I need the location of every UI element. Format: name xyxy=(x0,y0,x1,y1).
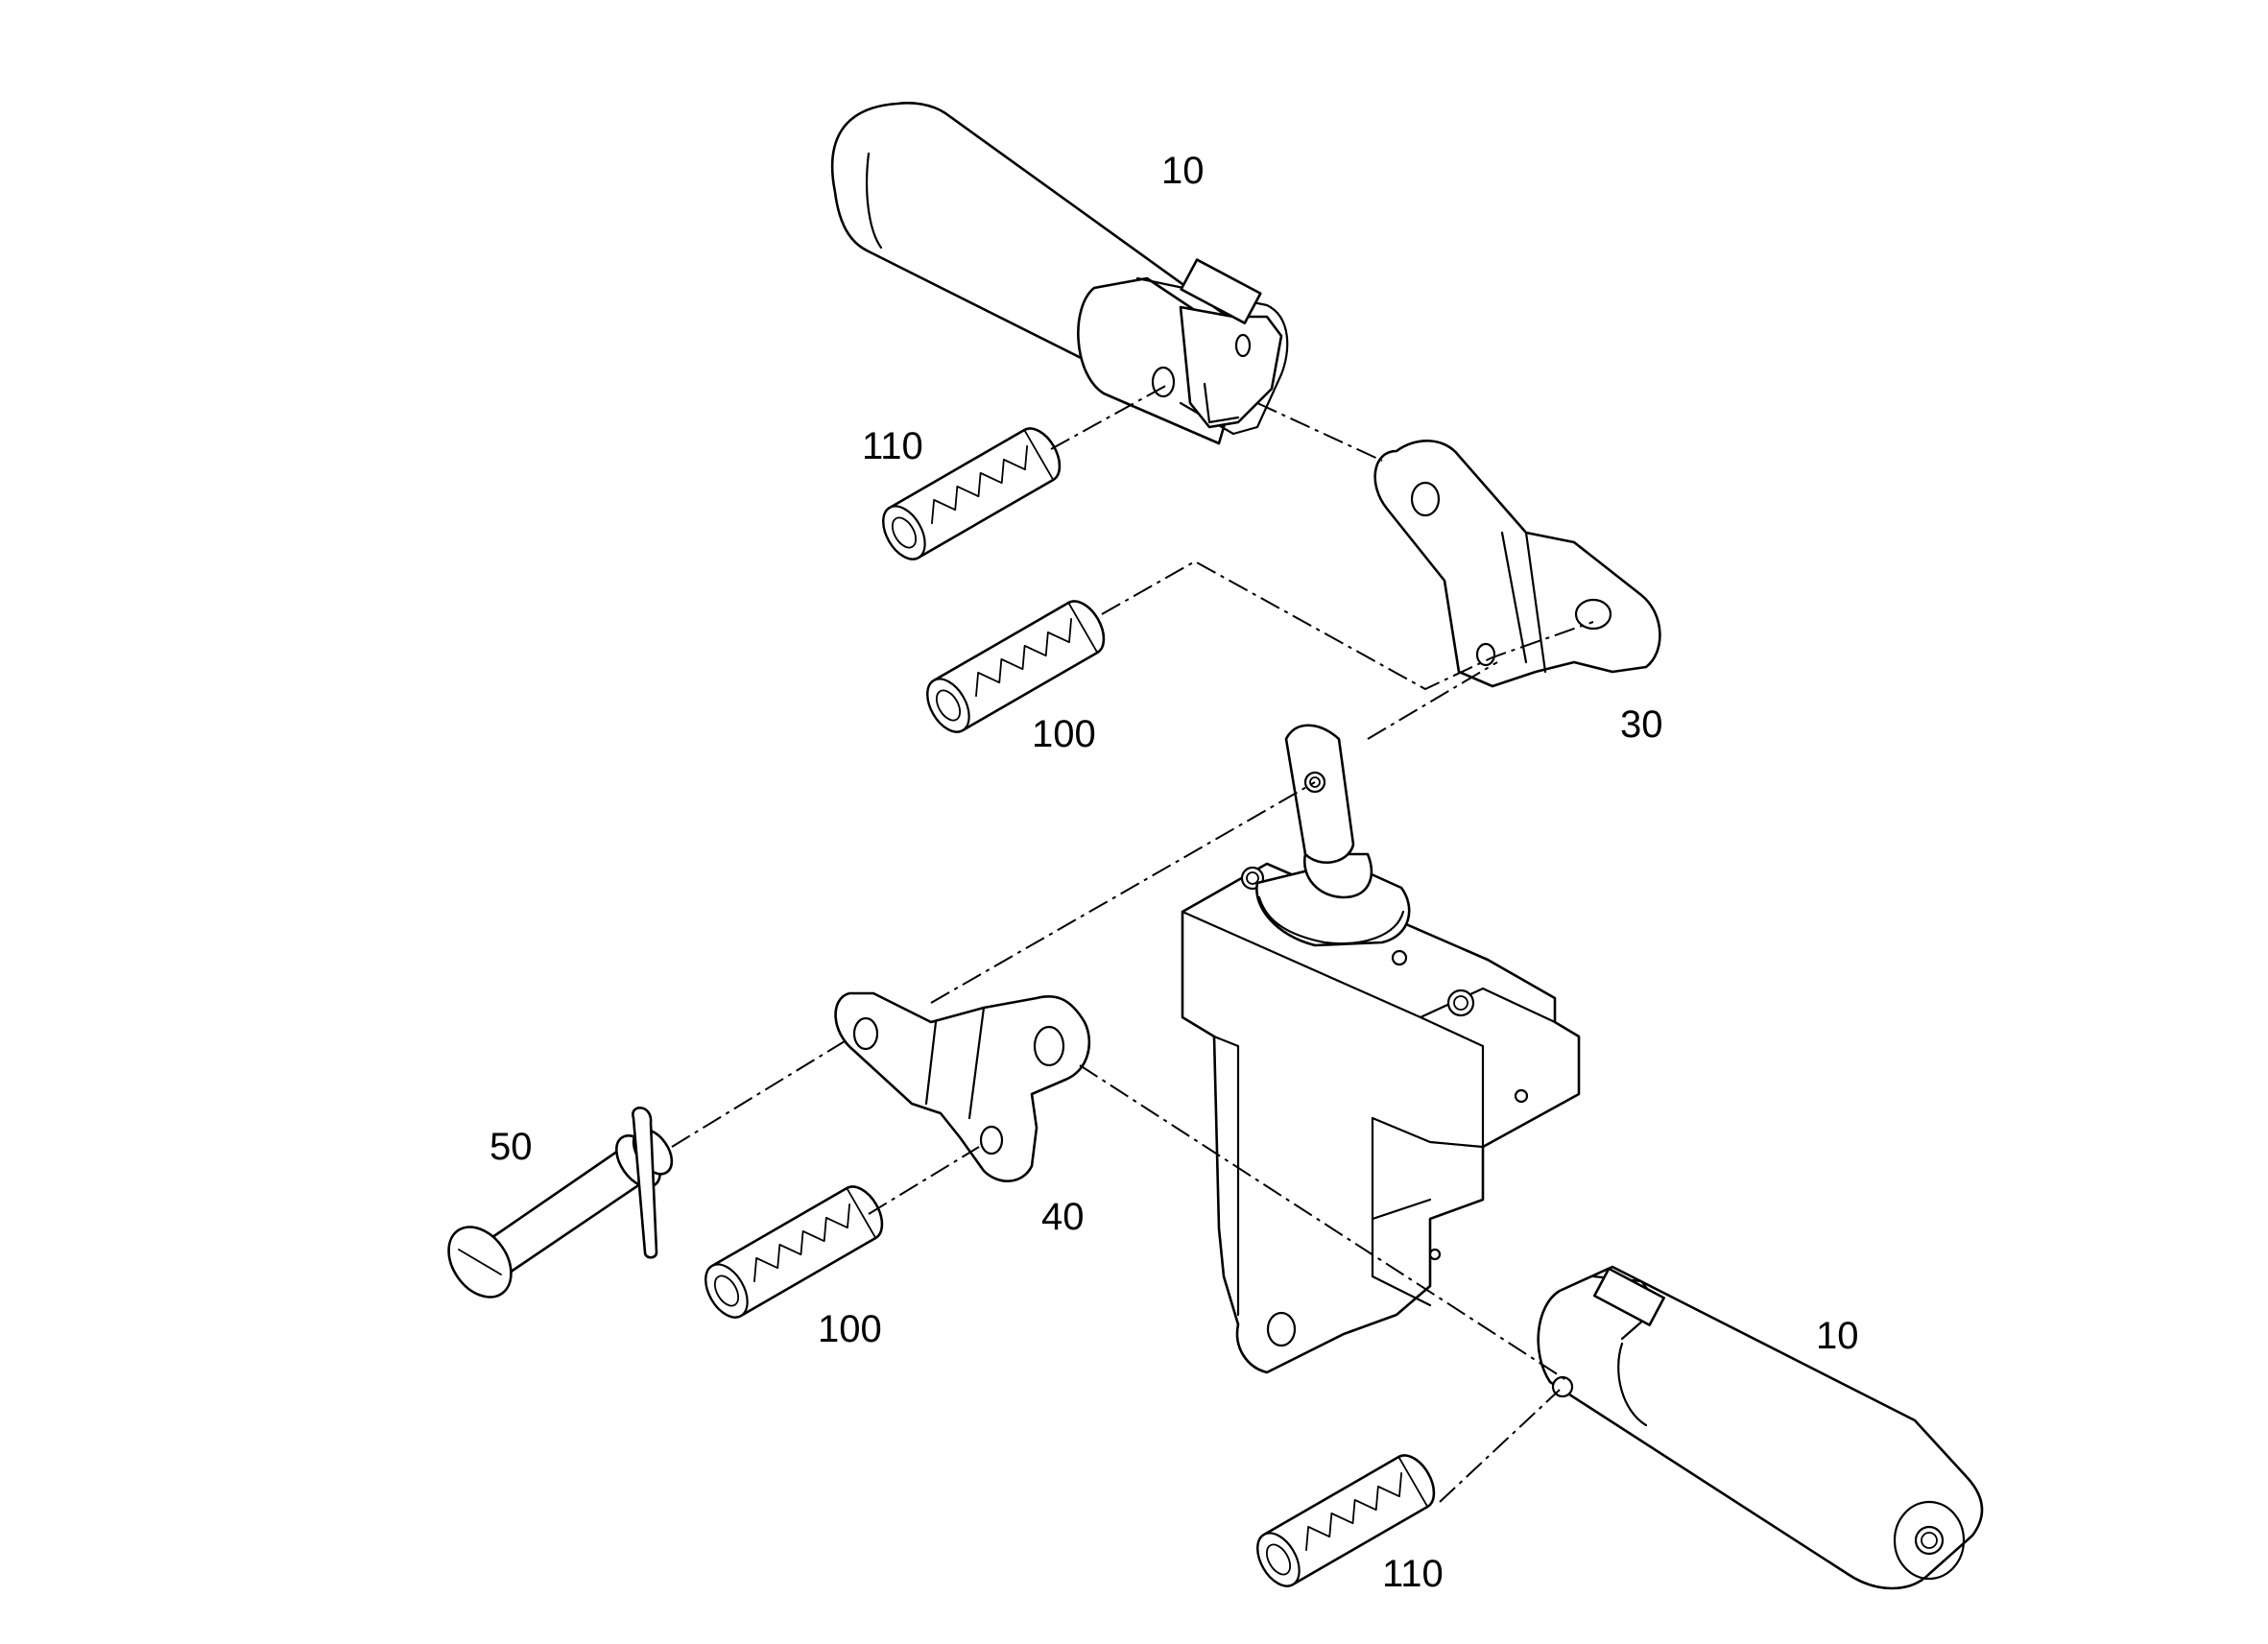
callout-10-bottom: 10 xyxy=(1816,1315,1859,1357)
lever-40 xyxy=(834,991,1091,1182)
callout-10-top: 10 xyxy=(1161,150,1205,192)
grooved-pin-100-bottom xyxy=(696,1178,893,1326)
handle-top xyxy=(830,102,1289,445)
assembly-axis-lines xyxy=(671,383,1594,1503)
callout-100-bottom: 100 xyxy=(818,1308,882,1350)
callout-110-bottom: 110 xyxy=(1382,1553,1444,1595)
lever-30 xyxy=(1373,440,1661,688)
clevis-pin-50 xyxy=(447,1107,674,1299)
callout-110-top: 110 xyxy=(862,425,923,467)
callout-100-top: 100 xyxy=(1032,713,1096,755)
callout-40: 40 xyxy=(1041,1196,1085,1238)
callout-50: 50 xyxy=(489,1126,533,1168)
handle-bottom xyxy=(1537,1265,1984,1590)
callout-30: 30 xyxy=(1620,703,1663,746)
valve-block xyxy=(1181,724,1581,1374)
